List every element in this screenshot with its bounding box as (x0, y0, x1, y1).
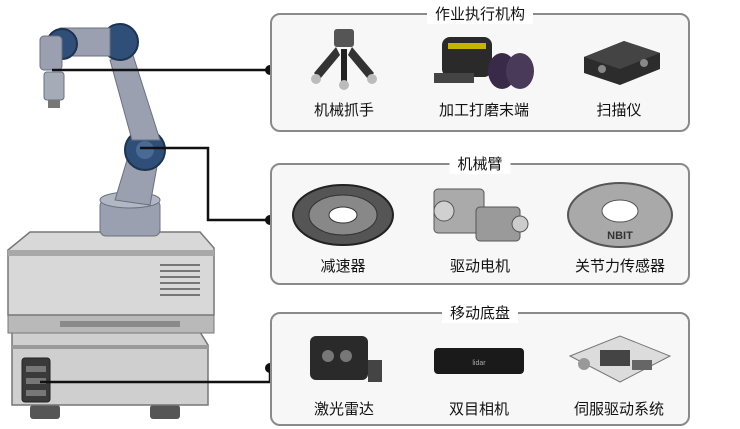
item-label: 扫描仪 (596, 101, 642, 119)
item-label: 双目相机 (448, 400, 509, 418)
sensor-logo: NBIT (607, 230, 633, 242)
motor-icon (433, 188, 529, 242)
item-scanner: 扫描仪 (564, 23, 674, 123)
lidar-icon (310, 336, 382, 382)
reducer-icon (292, 184, 394, 246)
item-label: 减速器 (320, 257, 366, 275)
item-drive-motor: 驱动电机 (420, 179, 540, 279)
servo-chassis-icon (568, 335, 672, 383)
stereo-camera-icon: lidar (434, 348, 524, 374)
item-servo-drive: 伺服驱动系统 (560, 326, 678, 422)
panel-end-effectors: 作业执行机构 机械抓手 加工打磨末端 (270, 3, 690, 132)
item-grinding-end: 加工打磨末端 (424, 23, 544, 123)
torque-sensor-icon: NBIT (567, 182, 673, 248)
item-label: 加工打磨末端 (438, 101, 529, 119)
panel-title: 移动底盘 (441, 302, 519, 323)
gripper-icon (311, 29, 377, 90)
panel-mobile-chassis: 移动底盘 激光雷达 lidar 双目相机 伺服 (270, 302, 690, 426)
panel-robot-arm: 机械臂 减速器 驱动电机 NBIT 关节力传感 (270, 153, 690, 285)
item-label: 关节力传感器 (574, 257, 665, 275)
item-lidar: 激光雷达 (294, 326, 394, 422)
item-label: 激光雷达 (313, 400, 374, 418)
scanner-icon (584, 41, 660, 85)
item-label: 机械抓手 (313, 101, 374, 119)
mobile-manipulator-robot (7, 23, 215, 419)
panel-title: 作业执行机构 (426, 3, 534, 24)
grinding-tool-icon (434, 37, 534, 89)
panel-title: 机械臂 (449, 153, 511, 174)
camera-logo: lidar (472, 360, 486, 367)
item-gripper: 机械抓手 (294, 23, 394, 123)
item-joint-torque-sensor: NBIT 关节力传感器 (562, 179, 678, 279)
item-label: 伺服驱动系统 (573, 400, 664, 418)
item-label: 驱动电机 (449, 257, 510, 275)
item-stereo-camera: lidar 双目相机 (424, 326, 534, 422)
item-reducer: 减速器 (288, 179, 398, 279)
